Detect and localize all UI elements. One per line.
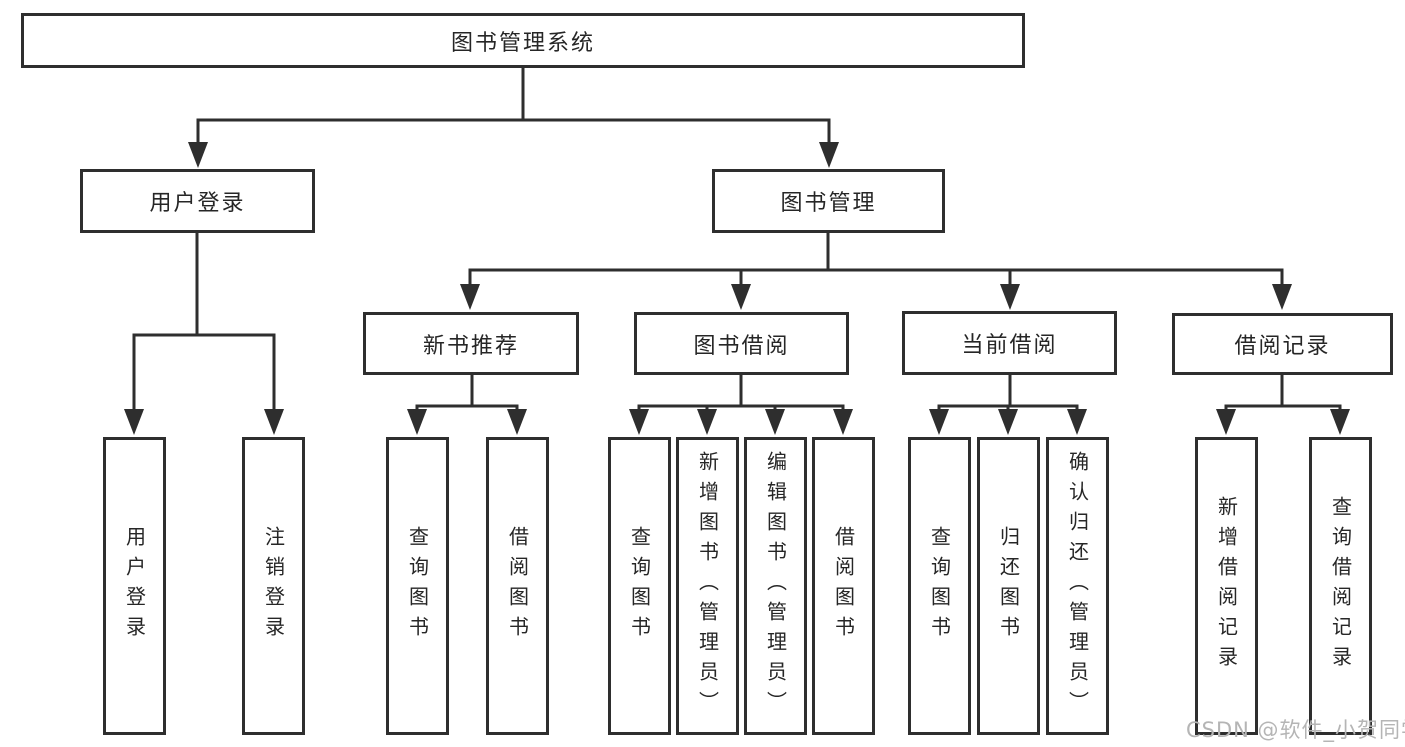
- arrowheads-current-borrowing: [929, 409, 1087, 435]
- node-label: 新增借阅记录: [1214, 496, 1239, 676]
- watermark: CSDN @软件_小贺同学: [1186, 718, 1405, 742]
- edge-segment: [415, 404, 519, 413]
- arrowhead: [765, 409, 785, 435]
- node-label: 图书管理: [780, 191, 877, 216]
- node-label: 图书管理系统: [450, 30, 595, 56]
- arrowhead: [1067, 409, 1087, 435]
- leaf-borrowing-borrow-books: 借阅图书: [812, 437, 875, 735]
- arrowhead: [819, 142, 839, 168]
- node-label: 借阅记录: [1234, 334, 1331, 359]
- leaf-borrowing-query-books: 查询图书: [608, 437, 671, 735]
- leaf-logout: 注销登录: [242, 437, 305, 735]
- leaf-borrowing-add-books-admin: 新增图书（管理员）: [676, 437, 739, 735]
- leaf-records-add-record: 新增借阅记录: [1195, 437, 1258, 735]
- arrowhead: [629, 409, 649, 435]
- arrowhead: [188, 142, 208, 168]
- leaf-recommend-query-books: 查询图书: [386, 437, 449, 735]
- arrowhead: [460, 284, 480, 310]
- leaf-records-query-record: 查询借阅记录: [1309, 437, 1372, 735]
- arrowhead: [998, 409, 1018, 435]
- edge-segment: [132, 333, 276, 413]
- node-borrowing-records: 借阅记录: [1172, 313, 1393, 375]
- node-label: 图书借阅: [693, 333, 790, 359]
- arrowhead: [407, 409, 427, 435]
- edge-segment: [468, 268, 1284, 288]
- arrowhead: [731, 284, 751, 310]
- node-user-login: 用户登录: [80, 169, 315, 233]
- arrowhead: [1000, 284, 1020, 310]
- edges-new-book-recommend: [415, 375, 519, 413]
- node-current-borrowing: 当前借阅: [902, 311, 1117, 375]
- node-label: 借阅图书: [831, 526, 856, 646]
- edge-segment: [1224, 404, 1342, 413]
- node-label: 新增图书（管理员）: [695, 451, 720, 721]
- edges-user-login: [132, 233, 276, 413]
- node-book-management: 图书管理: [712, 169, 945, 233]
- arrowheads-book-borrowing: [629, 409, 853, 435]
- arrowheads-borrowing-records: [1216, 409, 1350, 435]
- node-label: 确认归还（管理员）: [1065, 451, 1090, 721]
- arrowhead: [507, 409, 527, 435]
- node-label: 归还图书: [996, 526, 1021, 646]
- edges-current-borrowing: [937, 375, 1079, 413]
- edge-segment: [637, 404, 845, 413]
- edges-root: [196, 68, 831, 146]
- edges-book-borrowing: [637, 375, 845, 413]
- edges-borrowing-records: [1224, 375, 1342, 413]
- node-label: 查询图书: [405, 526, 430, 646]
- arrowhead: [929, 409, 949, 435]
- arrowheads-user-login: [124, 409, 284, 435]
- leaf-recommend-borrow-books: 借阅图书: [486, 437, 549, 735]
- arrowhead: [833, 409, 853, 435]
- node-label: 当前借阅: [961, 333, 1058, 358]
- node-label: 新书推荐: [422, 333, 519, 359]
- arrowhead: [264, 409, 284, 435]
- leaf-current-return-books: 归还图书: [977, 437, 1040, 735]
- edge-segment: [196, 118, 831, 146]
- leaf-current-confirm-return-admin: 确认归还（管理员）: [1046, 437, 1109, 735]
- arrowhead: [1330, 409, 1350, 435]
- node-new-book-recommend: 新书推荐: [363, 312, 579, 375]
- node-label: 查询借阅记录: [1328, 496, 1353, 676]
- node-label: 用户登录: [122, 526, 147, 646]
- node-label: 用户登录: [149, 191, 246, 216]
- edges-book-management: [468, 233, 1284, 288]
- arrowheads-book-management: [460, 284, 1292, 310]
- leaf-current-query-books: 查询图书: [908, 437, 971, 735]
- node-label: 注销登录: [261, 526, 286, 646]
- arrowhead: [1216, 409, 1236, 435]
- edge-segment: [937, 404, 1079, 413]
- node-book-borrowing: 图书借阅: [634, 312, 849, 375]
- leaf-borrowing-edit-books-admin: 编辑图书（管理员）: [744, 437, 807, 735]
- node-root: 图书管理系统: [21, 13, 1025, 68]
- arrowheads-new-book-recommend: [407, 409, 527, 435]
- node-label: 借阅图书: [505, 526, 530, 646]
- arrowhead: [1272, 284, 1292, 310]
- node-label: 编辑图书（管理员）: [763, 451, 788, 721]
- arrowheads-root: [188, 142, 839, 168]
- node-label: 查询图书: [927, 526, 952, 646]
- arrowhead: [697, 409, 717, 435]
- leaf-user-login: 用户登录: [103, 437, 166, 735]
- arrowhead: [124, 409, 144, 435]
- node-label: 查询图书: [627, 526, 652, 646]
